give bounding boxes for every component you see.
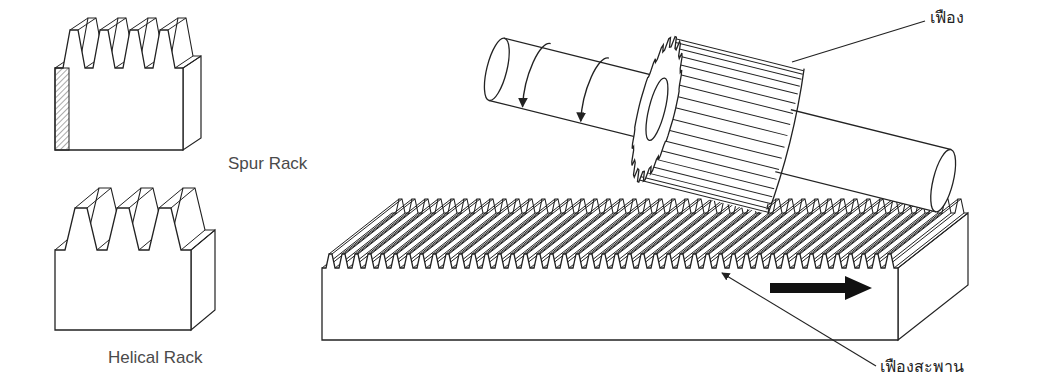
gear-tooth-line — [639, 180, 768, 212]
tooth-ridge — [168, 18, 186, 30]
tooth-ridge — [183, 56, 201, 68]
rotation-arrow — [579, 55, 609, 124]
rack-front-face — [55, 208, 191, 330]
shaft-section — [641, 76, 672, 142]
gear-tooth-line — [647, 147, 776, 179]
tooth-ridge — [859, 213, 929, 268]
tooth-ridge — [138, 18, 156, 30]
tooth-ridge — [70, 18, 88, 30]
tooth-ridge — [160, 18, 178, 30]
shaft-end — [479, 36, 514, 103]
gear-tooth-line — [669, 62, 798, 94]
tooth-ridge — [894, 213, 964, 268]
spur-rack-drawing — [55, 18, 201, 150]
gear-tooth-line — [645, 157, 774, 189]
rack-end-face — [898, 213, 968, 340]
tooth-ridge — [872, 213, 942, 268]
tooth-ridge — [108, 18, 126, 30]
rack-front-face — [55, 30, 183, 150]
tooth-ridge — [885, 213, 955, 268]
tooth-ridge — [898, 213, 968, 268]
tooth-ridge — [78, 18, 96, 30]
leader-line — [722, 273, 876, 366]
gear-outline — [768, 69, 808, 216]
gear-tooth-line — [650, 137, 779, 169]
tooth-ridge — [191, 230, 215, 250]
gear-tooth-line — [672, 47, 801, 79]
gear-tooth-line — [671, 54, 800, 86]
tooth-ridge — [100, 18, 118, 30]
tooth-ridge — [75, 188, 99, 208]
gear-tooth-line — [641, 171, 770, 203]
gear-tooth-line — [675, 38, 804, 70]
gear-tooth-line — [640, 176, 769, 208]
gear-tooth-line — [674, 42, 803, 74]
tooth-ridge — [117, 188, 141, 208]
tooth-ridge — [87, 188, 111, 208]
part-label: เฟือง — [930, 8, 964, 27]
tooth-ridge — [181, 230, 205, 250]
part-label: เฟืองสะพาน — [880, 357, 964, 376]
rack-end-face — [191, 230, 215, 330]
tooth-ridge — [159, 188, 183, 208]
tooth-ridge — [171, 188, 195, 208]
gear-tooth-line — [661, 92, 790, 124]
pinion-drawing — [469, 0, 971, 256]
gear-tooth-line — [643, 165, 772, 197]
rotation-arrow — [520, 40, 550, 109]
part-label: Helical Rack — [108, 348, 202, 368]
tooth-ridge — [130, 18, 148, 30]
gear-rack-drawing — [322, 199, 968, 340]
motion-arrow — [770, 276, 872, 300]
part-label: Spur Rack — [228, 154, 307, 174]
leader-line — [792, 21, 925, 62]
hatched-section — [55, 68, 69, 150]
rack-back-profile — [79, 188, 215, 230]
gear-face — [621, 32, 692, 186]
shaft-end — [926, 147, 961, 214]
helical-rack-drawing — [55, 188, 215, 330]
tooth-ridge — [175, 56, 193, 68]
rack-end-face — [183, 56, 201, 150]
tooth-ridge — [129, 188, 153, 208]
